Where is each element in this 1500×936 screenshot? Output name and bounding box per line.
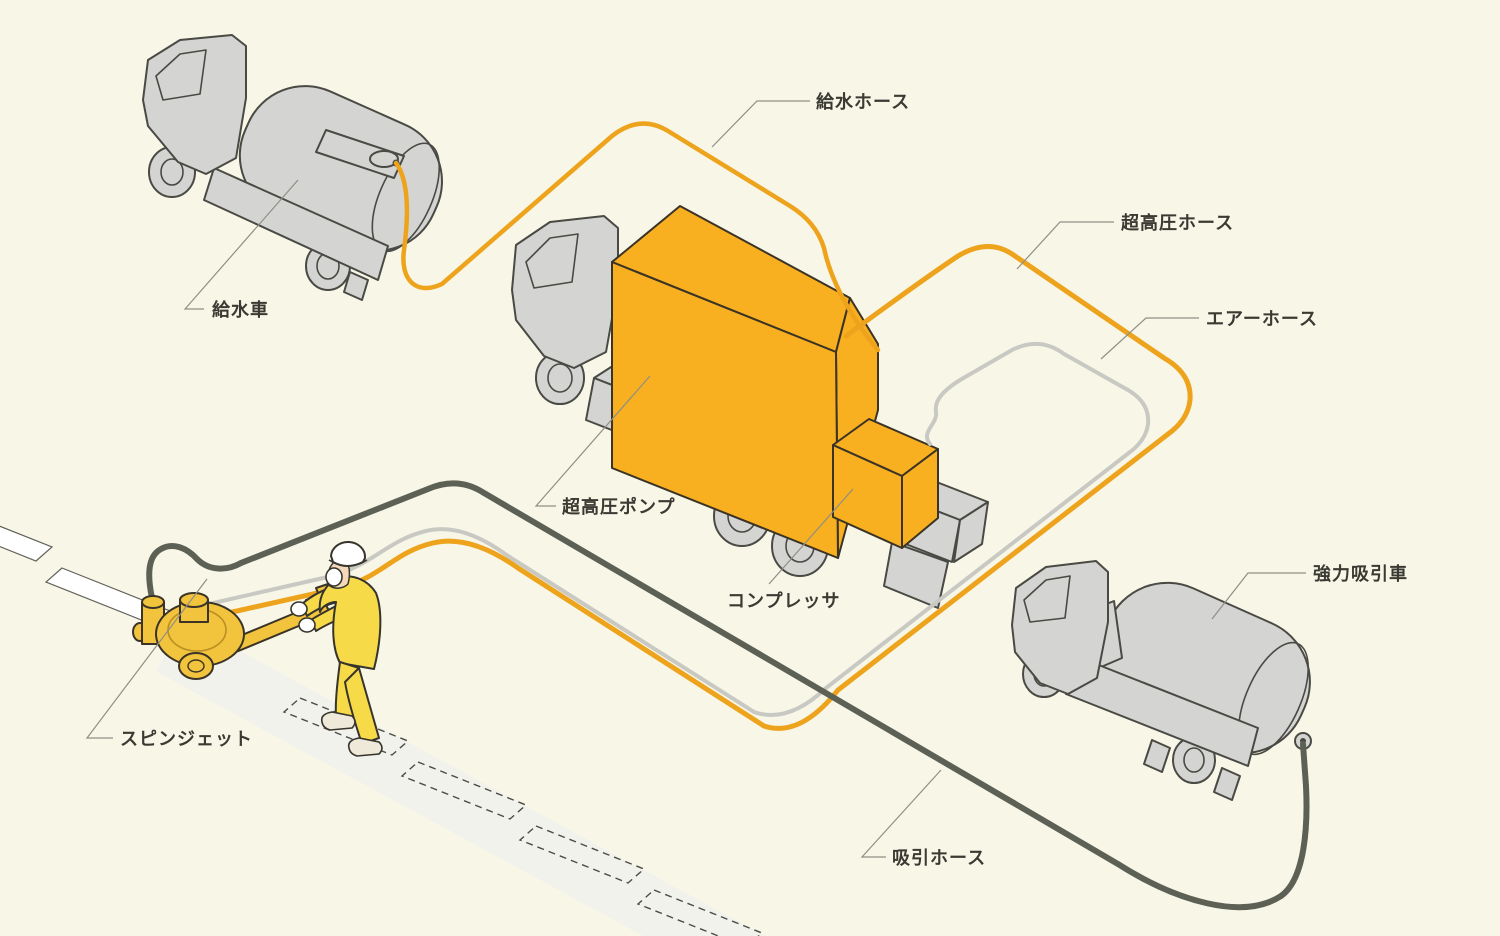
truck-bed — [203, 167, 389, 281]
compressor-unit — [832, 418, 939, 549]
cab-window — [1023, 575, 1071, 623]
suction-hose — [146, 480, 1310, 911]
label-high-pressure-hose: 超高圧ホース — [1121, 212, 1234, 233]
air-hose — [198, 342, 1151, 717]
water-truck — [142, 34, 443, 301]
leader-high-pressure-hose — [1016, 221, 1114, 270]
worker-mask — [325, 567, 343, 587]
label-high-pressure-pump: 超高圧ポンプ — [562, 496, 675, 517]
mud-flap — [1213, 767, 1241, 801]
cab-window — [525, 233, 579, 289]
leader-water-hose — [711, 100, 810, 148]
top-cylinder-cap — [179, 592, 209, 608]
marked-path-segment — [400, 761, 528, 820]
worker-shoe — [347, 737, 383, 757]
front-roller-hub — [187, 659, 205, 673]
leader-water-truck — [183, 179, 299, 310]
worker-glove — [290, 601, 308, 617]
front-wheel-hub — [160, 158, 184, 186]
mud-flap — [1143, 739, 1171, 773]
leader-high-pressure-pump — [534, 375, 651, 507]
flatbed-flap — [883, 541, 949, 609]
label-compressor: コンプレッサ — [727, 590, 840, 611]
leader-suction-truck — [1211, 572, 1306, 620]
label-suction-truck: 強力吸引車 — [1313, 563, 1408, 584]
worker-figure — [290, 541, 383, 757]
truck-cab — [1011, 560, 1109, 695]
marked-path-segment — [518, 825, 646, 884]
flatbed-end — [953, 501, 989, 563]
truck-cab — [142, 34, 247, 175]
front-roller — [178, 652, 214, 680]
cab-window — [155, 49, 207, 101]
tank-hatch — [369, 150, 399, 168]
mud-flap — [343, 271, 369, 301]
leader-air-hose — [1100, 317, 1199, 360]
worker-torso — [318, 575, 382, 670]
front-wheel-hub — [547, 363, 573, 393]
label-suction-hose: 吸引ホース — [892, 848, 986, 868]
rear-wheel-hub — [1183, 747, 1205, 773]
leader-compressor — [768, 488, 854, 585]
worker-glove — [298, 617, 316, 633]
label-air-hose: エアーホース — [1206, 309, 1318, 329]
suction-truck — [1011, 560, 1312, 801]
compressor-front — [832, 444, 903, 549]
leader-suction-hose — [860, 769, 942, 858]
label-water-hose: 給水ホース — [816, 91, 910, 112]
water-hose — [393, 121, 881, 353]
high-pressure-pump-truck — [511, 205, 989, 609]
suction-stack-top — [141, 595, 165, 609]
pump-box-front — [611, 261, 839, 559]
ground-path-band — [156, 620, 765, 936]
label-spin-jet: スピンジェット — [120, 729, 253, 749]
worker-shoe — [320, 711, 356, 731]
leader-spin-jet — [85, 578, 208, 739]
high-pressure-hose — [207, 244, 1193, 731]
annotations: 給水ホース 給水車 超高圧ホース エアーホース 超高圧ポンプ コンプレッサ 強力… — [85, 91, 1408, 868]
marked-path-segment — [636, 889, 764, 936]
worker-helmet — [329, 541, 367, 567]
label-water-truck: 給水車 — [212, 299, 269, 320]
helmet-brim — [328, 559, 368, 567]
cleaned-path-segment — [0, 525, 54, 562]
